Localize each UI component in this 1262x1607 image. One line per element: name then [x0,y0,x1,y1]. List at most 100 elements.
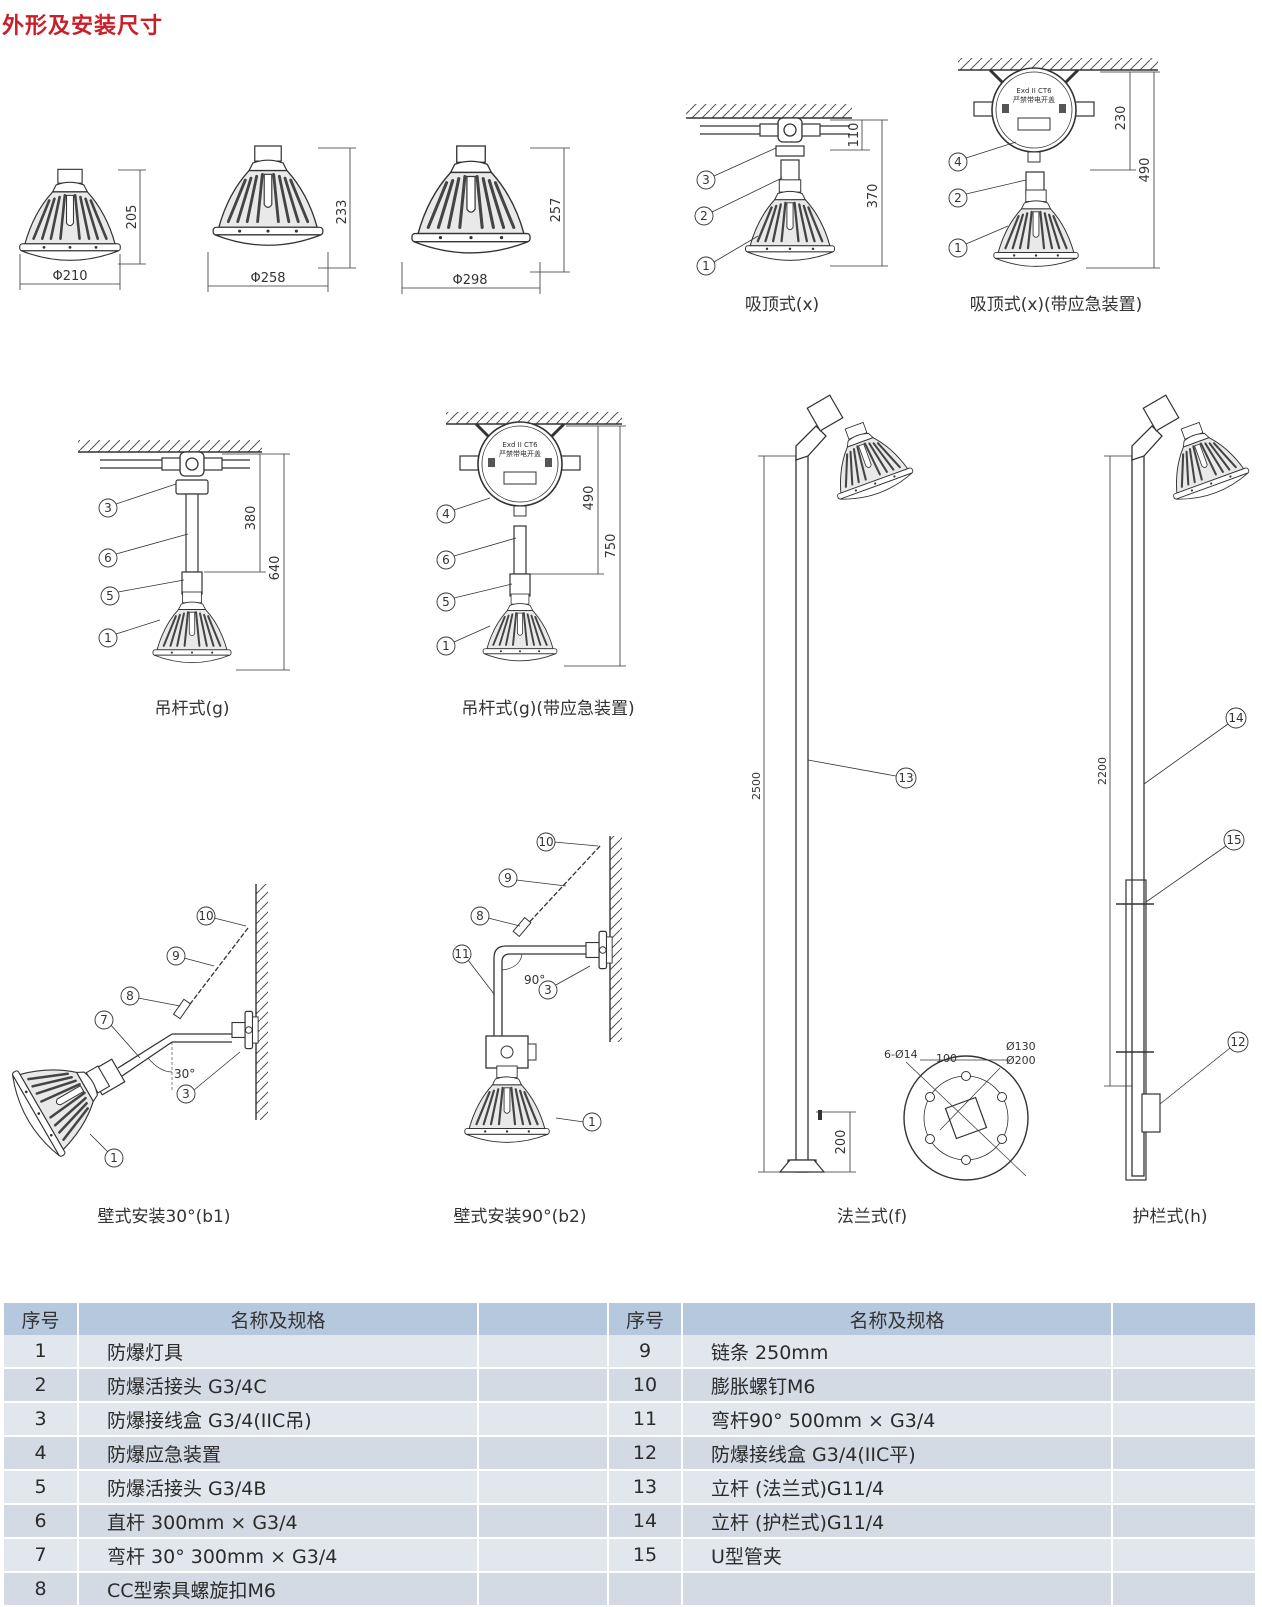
figure-ceiling-x: 110 370 3 2 1 吸顶式(x) [686,104,888,315]
header-name-right: 名称及规格 [682,1303,1113,1335]
flange-label-holes: 6-Ø14 [884,1048,918,1061]
flange-f-dim-total: 2500 [750,772,763,800]
pendant-g-caption: 吊杆式(g) [154,699,229,719]
row-name-right: 立杆 (法兰式)G11/4 [682,1470,1113,1505]
row-no-left: 4 [4,1436,79,1471]
ceiling-x-em-callout-b: 2 [954,191,962,205]
row-spacer [1112,1470,1257,1505]
wall-b2-callout-1: 1 [588,1115,596,1129]
row-no-right: 15 [608,1538,683,1573]
ceiling-x-em-box-label-2: 严禁带电开盖 [1013,95,1055,104]
lamp-large-dia: Φ298 [452,273,487,288]
wall-b2-caption: 壁式安装90°(b2) [453,1207,586,1227]
pendant-g-callout-a: 3 [104,501,112,515]
flange-label-100: 100 [936,1052,957,1065]
header-spacer-right [1112,1303,1257,1335]
table-row: 6 直杆 300mm × G3/4 14 立杆 (护栏式)G11/4 [4,1504,1257,1539]
row-name-right: 立杆 (护栏式)G11/4 [682,1504,1113,1539]
rail-h-callout-14: 14 [1228,711,1243,725]
wall-b2-callout-10: 10 [538,835,553,849]
pendant-g-dim-total: 640 [268,556,283,581]
row-spacer [478,1368,609,1403]
flange-plate-detail: 6-Ø14 100 Ø130 Ø200 [884,1040,1036,1181]
wall-b1-callout-9: 9 [172,949,180,963]
row-no-right: 10 [608,1368,683,1403]
figure-lamp-small: Φ210 205 [18,167,146,290]
row-no-right [608,1572,683,1607]
row-no-left: 8 [4,1572,79,1607]
row-name-left: 直杆 300mm × G3/4 [78,1504,479,1539]
row-spacer [478,1504,609,1539]
wall-b2-callout-8: 8 [476,909,484,923]
flange-f-caption: 法兰式(f) [837,1207,907,1227]
figure-wall-b1: 30° 10 9 8 7 3 1 壁式安装30°(b1) [2,884,268,1227]
wall-b1-angle: 30° [174,1067,195,1081]
row-name-left: 防爆接线盒 G3/4(IIC吊) [78,1402,479,1437]
lamp-medium-dia: Φ258 [250,271,285,286]
row-no-right: 11 [608,1402,683,1437]
row-spacer [1112,1436,1257,1471]
row-no-left: 2 [4,1368,79,1403]
table-row: 8 CC型索具螺旋扣M6 [4,1572,1257,1607]
ceiling-x-caption: 吸顶式(x) [745,295,819,315]
row-name-right: 膨胀螺钉M6 [682,1368,1113,1403]
row-spacer [1112,1538,1257,1573]
row-spacer [478,1402,609,1437]
row-name-left: 防爆活接头 G3/4B [78,1470,479,1505]
lamp-small-height: 205 [125,205,140,230]
flange-f-callout-13: 13 [898,771,913,785]
rail-h-dim-total: 2200 [1096,757,1109,785]
pendant-g-callout-b: 6 [104,551,112,565]
pendant-g-em-caption: 吊杆式(g)(带应急装置) [461,699,634,719]
rail-h-callout-15: 15 [1226,833,1241,847]
pendant-g-em-dim-top: 490 [582,486,597,511]
row-spacer [1112,1402,1257,1437]
wall-b1-callout-3: 3 [182,1087,190,1101]
pendant-g-em-callout-a: 4 [442,507,450,521]
row-name-right [682,1572,1113,1607]
table-row: 3 防爆接线盒 G3/4(IIC吊) 11 弯杆90° 500mm × G3/4 [4,1402,1257,1437]
wall-b1-callout-7: 7 [100,1013,108,1027]
pendant-g-dim-top: 380 [244,506,259,531]
wall-b1-caption: 壁式安装30°(b1) [97,1207,230,1227]
ceiling-x-callout-c: 1 [702,259,710,273]
flange-label-130: Ø130 [1006,1040,1036,1053]
wall-b1-callout-1: 1 [110,1151,118,1165]
table-header-row: 序号 名称及规格 序号 名称及规格 [4,1303,1257,1335]
pendant-g-em-callout-b: 6 [442,553,450,567]
rail-h-caption: 护栏式(h) [1132,1207,1207,1227]
page-title: 外形及安装尺寸 [2,14,164,39]
row-name-left: 弯杆 30° 300mm × G3/4 [78,1538,479,1573]
table-row: 2 防爆活接头 G3/4C 10 膨胀螺钉M6 [4,1368,1257,1403]
header-spacer-left [478,1303,609,1335]
ceiling-x-em-dim-total: 490 [1138,158,1153,183]
row-spacer [478,1572,609,1607]
ceiling-x-callout-b: 2 [700,209,708,223]
wall-b1-callout-8: 8 [126,989,134,1003]
row-no-right: 12 [608,1436,683,1471]
wall-b2-angle: 90° [524,973,545,987]
header-no-left: 序号 [4,1303,79,1335]
header-no-right: 序号 [608,1303,683,1335]
pendant-g-em-callout-c: 5 [442,595,450,609]
figure-pendant-g-emergency: Exd II CT6 严禁带电开盖 490 750 4 6 5 1 吊杆式(g)… [436,412,635,719]
row-name-left: CC型索具螺旋扣M6 [78,1572,479,1607]
pendant-g-callout-c: 5 [106,589,114,603]
wall-b2-callout-9: 9 [504,871,512,885]
ceiling-x-dim-top: 110 [847,123,862,148]
row-name-right: 防爆接线盒 G3/4(IIC平) [682,1436,1113,1471]
row-no-left: 7 [4,1538,79,1573]
row-no-left: 3 [4,1402,79,1437]
figure-lamp-large: Φ298 257 [401,144,570,294]
ceiling-x-callout-a: 3 [702,173,710,187]
figure-lamp-medium: Φ258 233 [207,144,356,292]
wall-b2-callout-11: 11 [454,947,469,961]
row-spacer [478,1538,609,1573]
table-row: 1 防爆灯具 9 链条 250mm [4,1335,1257,1369]
row-no-right: 9 [608,1335,683,1369]
row-no-left: 1 [4,1335,79,1369]
row-spacer [478,1470,609,1505]
pendant-g-em-box-label-2: 严禁带电开盖 [499,449,541,458]
row-name-left: 防爆灯具 [78,1335,479,1369]
row-name-right: U型管夹 [682,1538,1113,1573]
